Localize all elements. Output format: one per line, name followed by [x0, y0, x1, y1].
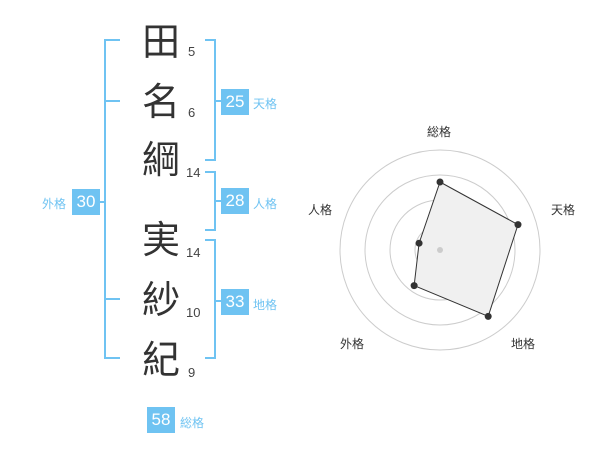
gaikaku-label: 外格 [42, 197, 67, 211]
jinkaku-value-badge: 28 [221, 188, 249, 214]
radar-point-3 [484, 312, 492, 320]
radar-point-1 [436, 178, 444, 186]
name-char-3: 綱 [141, 138, 180, 182]
name-char-6: 紀 [141, 338, 180, 382]
soukaku-value-badge: 58 [147, 407, 175, 433]
radar-grid-ring-1 [339, 149, 541, 351]
radar-axis-label-gaikaku: 外格 [340, 337, 365, 351]
name-char-1: 田 [141, 20, 180, 64]
radar-grid-ring-2 [364, 174, 516, 326]
stroke-count-1: 5 [188, 44, 196, 59]
radar-axis-label-chikaku: 地格 [511, 337, 536, 351]
tenkaku-label: 天格 [253, 97, 278, 111]
stroke-count-4: 14 [186, 245, 201, 260]
radar-point-4 [410, 282, 418, 290]
soukaku-label: 総格 [180, 416, 205, 430]
radar-points [410, 178, 522, 320]
radar-center-dot [437, 247, 443, 253]
radar-point-2 [514, 221, 522, 229]
radar-axis-label-soukaku: 総格 [427, 125, 452, 139]
gaikaku-value-badge: 30 [72, 189, 100, 215]
stroke-count-2: 6 [188, 105, 196, 120]
radar-polygon [413, 181, 519, 318]
jinkaku-label: 人格 [253, 197, 278, 211]
radar-axis-label-jinkaku: 人格 [308, 203, 333, 217]
stroke-count-5: 10 [186, 305, 201, 320]
stroke-count-6: 9 [188, 365, 196, 380]
stroke-count-3: 14 [186, 165, 201, 180]
chikaku-label: 地格 [253, 298, 278, 312]
chikaku-value-badge: 33 [221, 289, 249, 315]
radar-point-5 [415, 239, 423, 247]
name-char-5: 紗 [141, 278, 180, 322]
name-char-4: 実 [141, 218, 180, 262]
tenkaku-value-badge: 25 [221, 89, 249, 115]
name-char-2: 名 [141, 80, 180, 124]
radar-axis-label-tenkaku: 天格 [551, 203, 576, 217]
